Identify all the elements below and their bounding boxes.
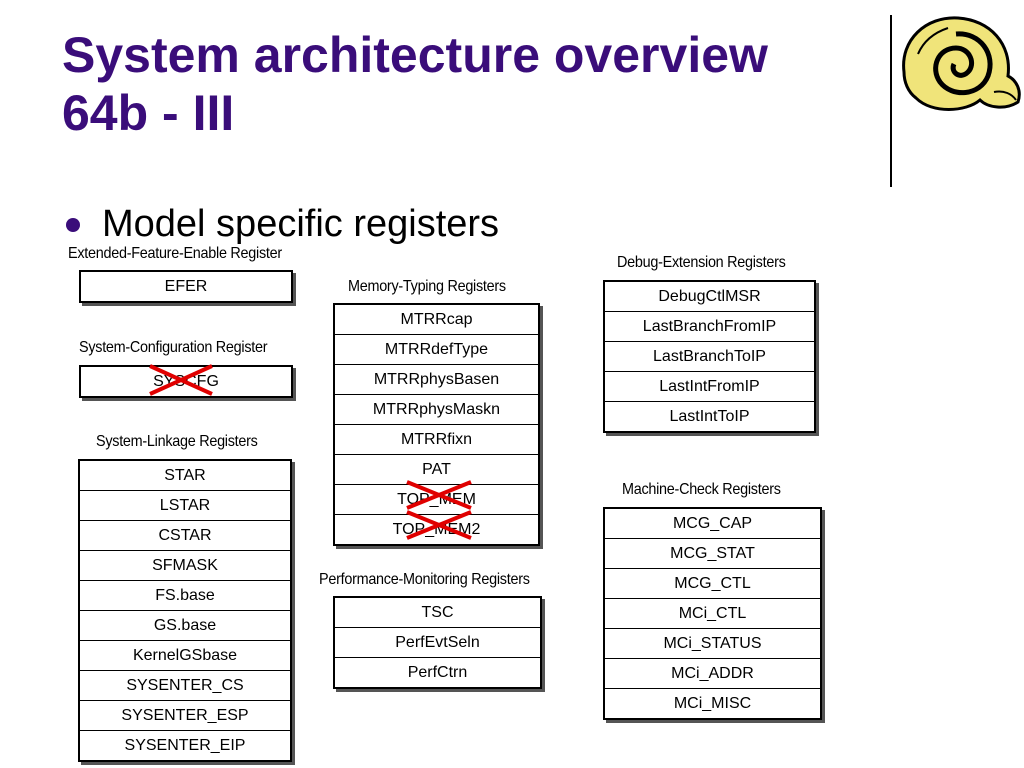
bullet-text: Model specific registers: [102, 203, 500, 245]
register-row: PerfCtrn: [335, 657, 540, 687]
register-row: MCG_CTL: [605, 568, 820, 598]
memtype-group-label: Memory-Typing Registers: [348, 278, 506, 295]
register-row: SYSENTER_ESP: [80, 700, 290, 730]
register-row: MTRRphysBasen: [335, 364, 538, 394]
divider-line: [890, 15, 892, 187]
register-row: TOP_MEM: [335, 484, 538, 514]
memtype-register-box: MTRRcap MTRRdefType MTRRphysBasen MTRRph…: [333, 303, 540, 546]
register-row: GS.base: [80, 610, 290, 640]
register-row: EFER: [164, 278, 208, 295]
register-row: MTRRphysMaskn: [335, 394, 538, 424]
register-row: MTRRfixn: [335, 424, 538, 454]
register-row: SYSENTER_EIP: [80, 730, 290, 760]
register-row: MCi_MISC: [605, 688, 820, 718]
efer-group-label: Extended-Feature-Enable Register: [68, 245, 282, 262]
register-row: SYSENTER_CS: [80, 670, 290, 700]
register-row: MTRRcap: [400, 311, 473, 328]
mcheck-group-label: Machine-Check Registers: [622, 481, 781, 498]
register-row: LastBranchFromIP: [605, 311, 814, 341]
debug-group-label: Debug-Extension Registers: [617, 254, 786, 271]
register-row: SYSCFG: [153, 373, 219, 390]
register-row: STAR: [164, 467, 206, 484]
register-row: MCG_CAP: [672, 515, 753, 532]
register-row: MCG_STAT: [605, 538, 820, 568]
slide-title: System architecture overview 64b - III: [62, 26, 862, 142]
linkage-group-label: System-Linkage Registers: [96, 433, 258, 450]
debug-register-box: DebugCtlMSR LastBranchFromIP LastBranchT…: [603, 280, 816, 433]
register-row: LastIntToIP: [605, 401, 814, 431]
register-row: LSTAR: [80, 490, 290, 520]
register-row: TOP_MEM2: [335, 514, 538, 544]
syscfg-register-box: SYSCFG: [79, 365, 293, 398]
register-row: MCi_CTL: [605, 598, 820, 628]
register-row: LastIntFromIP: [605, 371, 814, 401]
register-row: SFMASK: [80, 550, 290, 580]
syscfg-group-label: System-Configuration Register: [79, 339, 268, 356]
perf-group-label: Performance-Monitoring Registers: [319, 571, 530, 588]
title-line-1: System architecture overview: [62, 27, 768, 83]
register-row: MCi_ADDR: [605, 658, 820, 688]
linkage-register-box: STAR LSTAR CSTAR SFMASK FS.base GS.base …: [78, 459, 292, 762]
bullet-icon: [66, 218, 80, 232]
spiral-shell-icon: [902, 16, 1021, 111]
efer-register-box: EFER: [79, 270, 293, 303]
register-row: PAT: [335, 454, 538, 484]
register-row: KernelGSbase: [80, 640, 290, 670]
register-row: LastBranchToIP: [605, 341, 814, 371]
register-row: FS.base: [80, 580, 290, 610]
register-row: PerfEvtSeln: [335, 627, 540, 657]
title-line-2: 64b - III: [62, 85, 235, 141]
register-row: MTRRdefType: [335, 334, 538, 364]
register-row: MCi_STATUS: [605, 628, 820, 658]
mcheck-register-box: MCG_CAP MCG_STAT MCG_CTL MCi_CTL MCi_STA…: [603, 507, 822, 720]
register-row: DebugCtlMSR: [658, 288, 761, 305]
register-row: CSTAR: [80, 520, 290, 550]
perf-register-box: TSC PerfEvtSeln PerfCtrn: [333, 596, 542, 689]
register-row: TSC: [421, 604, 454, 621]
